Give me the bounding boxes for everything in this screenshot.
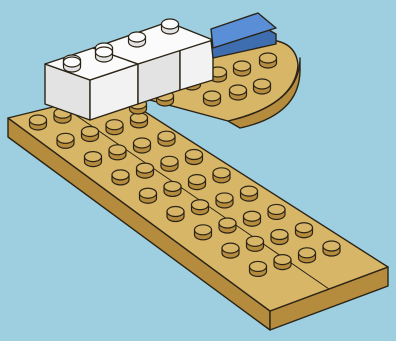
stud xyxy=(162,19,179,34)
stud xyxy=(167,207,184,222)
stud xyxy=(296,223,313,238)
stud xyxy=(247,236,264,251)
stud xyxy=(299,248,316,263)
stud xyxy=(271,230,288,245)
stud xyxy=(112,170,129,185)
stud xyxy=(254,79,271,94)
stud xyxy=(234,61,251,76)
stud xyxy=(129,32,146,47)
stud xyxy=(106,120,123,135)
stud xyxy=(323,241,340,256)
stud xyxy=(137,163,154,178)
stud xyxy=(222,243,239,258)
stud xyxy=(57,133,74,148)
stud xyxy=(134,138,151,153)
stud xyxy=(213,168,230,183)
stud xyxy=(244,211,261,226)
stud xyxy=(186,150,203,165)
stud xyxy=(189,175,206,190)
stud xyxy=(131,113,148,128)
stud xyxy=(195,225,212,240)
stud xyxy=(158,131,175,146)
stud xyxy=(109,145,126,160)
stud xyxy=(268,204,285,219)
stud xyxy=(85,152,102,167)
stud xyxy=(230,85,247,100)
stud xyxy=(260,53,277,68)
stud xyxy=(96,47,113,62)
stud xyxy=(64,57,81,72)
stud xyxy=(250,261,267,276)
stud xyxy=(161,156,178,171)
stud xyxy=(82,127,99,142)
stud xyxy=(30,115,47,130)
stud xyxy=(192,200,209,215)
stud xyxy=(241,186,258,201)
stud xyxy=(219,218,236,233)
stud xyxy=(274,255,291,270)
stud xyxy=(164,181,181,196)
stud xyxy=(216,193,233,208)
stud xyxy=(140,188,157,203)
stud xyxy=(204,91,221,106)
